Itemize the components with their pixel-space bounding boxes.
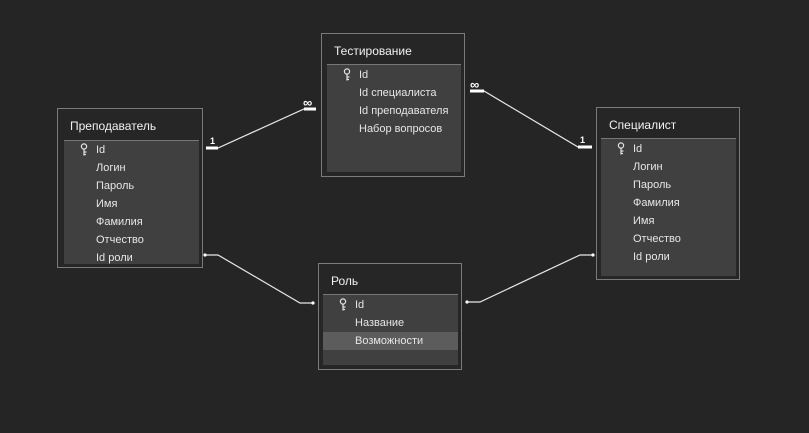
table-title: Специалист [609,118,677,132]
field-name: Возможности [355,335,424,347]
table-title: Роль [331,274,359,288]
field-row-selected[interactable]: Возможности [323,332,458,350]
one-marker: 1 [210,136,215,146]
field-list: Id Логин Пароль Фамилия Имя Отчество Id … [601,138,736,276]
field-list: Id Название Возможности [323,294,458,365]
field-list: Id Id специалиста Id преподавателя Набор… [327,64,461,172]
key-icon [80,143,88,156]
field-name: Id преподавателя [359,105,449,117]
field-row[interactable]: Id преподавателя [327,102,461,120]
field-name: Id [359,69,369,81]
field-name: Отчество [96,234,144,246]
one-marker: 1 [580,135,585,145]
field-row[interactable]: Id [327,66,461,84]
field-name: Id [633,143,643,155]
field-name: Пароль [96,180,135,192]
relationship-testing-specialist[interactable]: ∞ 1 [470,77,592,149]
field-name: Имя [633,215,655,227]
many-marker: ∞ [470,77,479,92]
field-name: Id специалиста [359,87,437,99]
table-teacher[interactable]: Преподаватель Id Логин Пароль Имя Фамили… [57,108,203,268]
field-name: Название [355,317,405,329]
field-name: Id [96,144,106,156]
field-row[interactable]: Логин [64,159,199,177]
key-icon [617,142,625,155]
table-testing[interactable]: Тестирование Id Id специалиста Id препод… [321,33,465,177]
field-name: Логин [96,162,126,174]
key-icon [339,298,347,311]
field-row[interactable]: Набор вопросов [327,120,461,138]
field-name: Набор вопросов [359,123,443,135]
table-title: Преподаватель [70,119,157,133]
field-name: Пароль [633,179,672,191]
field-row[interactable]: Id [64,141,199,159]
field-row[interactable]: Отчество [601,230,736,248]
field-row[interactable]: Id [323,296,458,314]
relationship-specialist-role[interactable] [465,253,595,304]
field-row[interactable]: Пароль [64,177,199,195]
field-row[interactable]: Имя [64,195,199,213]
field-row[interactable]: Фамилия [601,194,736,212]
field-row[interactable]: Id роли [601,248,736,266]
field-name: Фамилия [96,216,143,228]
table-specialist[interactable]: Специалист Id Логин Пароль Фамилия Имя О… [596,107,740,280]
field-row[interactable]: Логин [601,158,736,176]
field-name: Отчество [633,233,681,245]
field-name: Id [355,299,365,311]
field-row[interactable]: Фамилия [64,213,199,231]
relationship-teacher-testing[interactable]: 1 ∞ [206,95,316,150]
field-row[interactable]: Имя [601,212,736,230]
field-name: Id роли [633,251,670,263]
field-name: Имя [96,198,118,210]
field-name: Фамилия [633,197,680,209]
field-list: Id Логин Пароль Имя Фамилия Отчество Id … [64,140,199,264]
field-row[interactable]: Id [601,140,736,158]
field-row[interactable]: Id роли [64,249,199,267]
field-name: Логин [633,161,663,173]
field-row[interactable]: Отчество [64,231,199,249]
many-marker: ∞ [303,95,312,110]
relationship-teacher-role[interactable] [203,253,315,305]
field-row[interactable]: Пароль [601,176,736,194]
field-name: Id роли [96,252,133,264]
table-role[interactable]: Роль Id Название Возможности [318,263,462,370]
field-row[interactable]: Id специалиста [327,84,461,102]
table-title: Тестирование [334,44,412,58]
key-icon [343,68,351,81]
field-row[interactable]: Название [323,314,458,332]
